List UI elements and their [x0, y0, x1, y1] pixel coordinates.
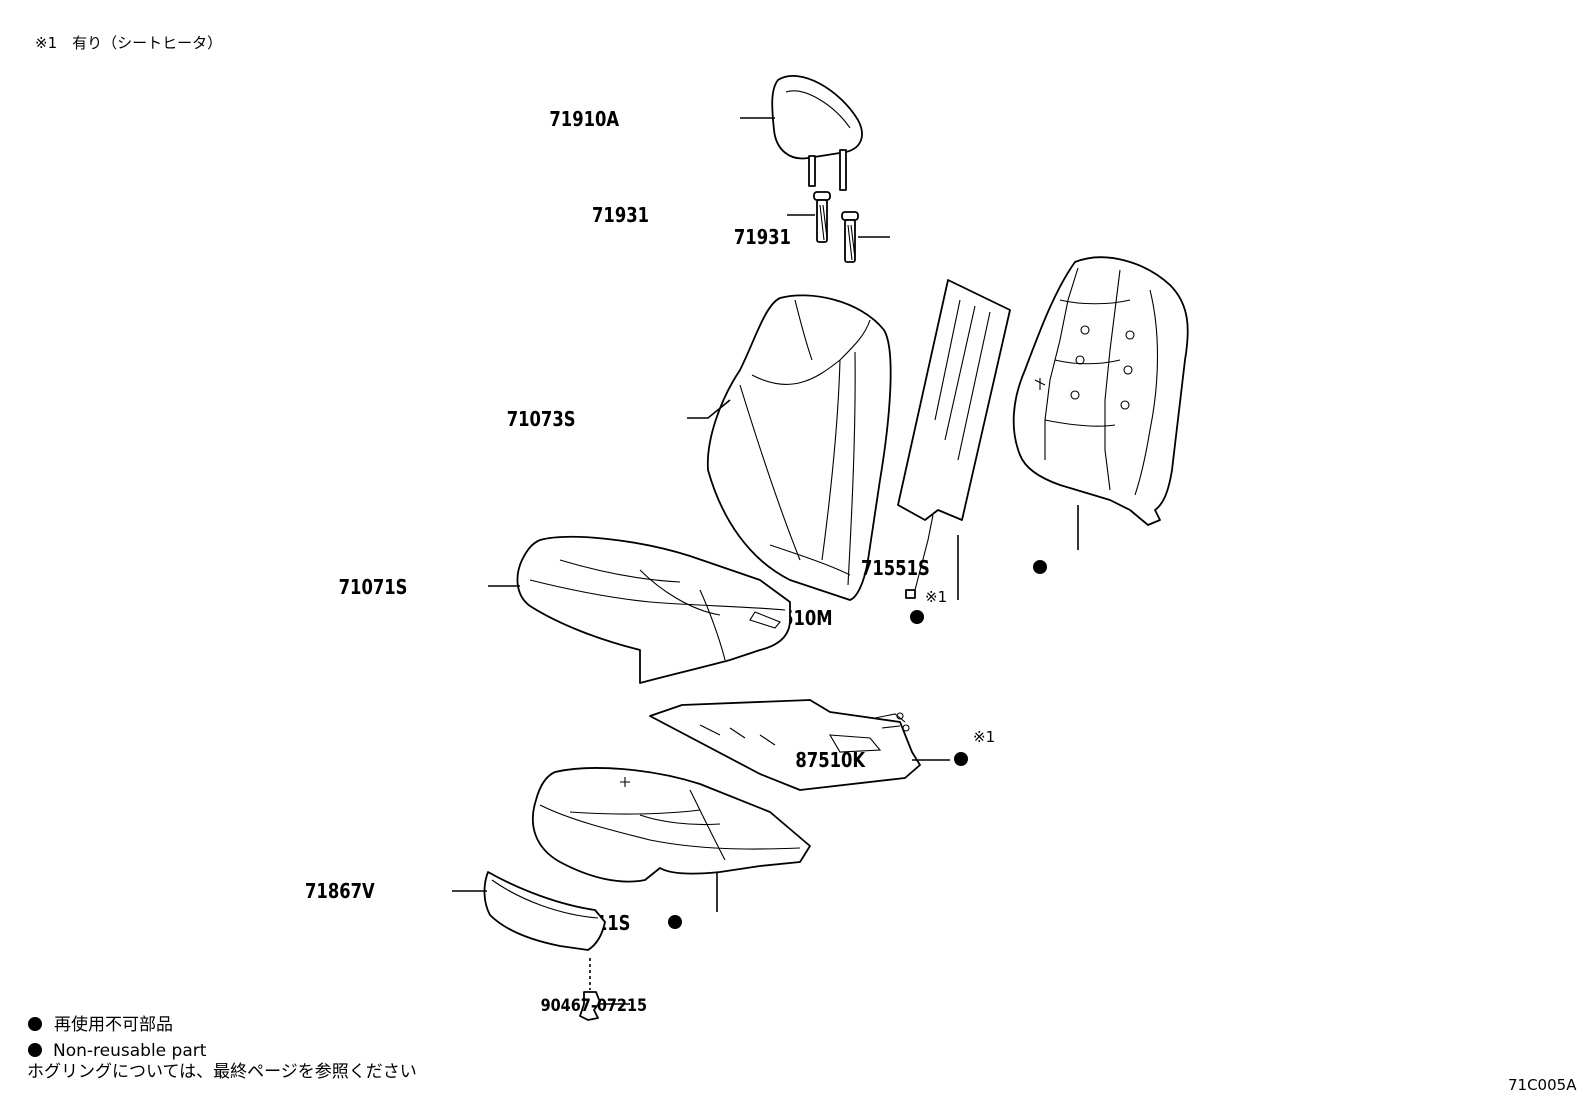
cushion-pad-drawing [532, 767, 811, 883]
headrest-drawing [771, 75, 863, 191]
legend-dot-jp [28, 1017, 42, 1031]
label-headrest: 71910A [549, 109, 619, 132]
non-reusable-mark-71551s [1033, 560, 1047, 574]
label-front-cover: 71867V [305, 881, 375, 904]
legend-non-reusable-en: Non-reusable part [53, 1041, 207, 1061]
label-clip: 90467-07215 [541, 995, 647, 1015]
seatback-cover-drawing [706, 294, 892, 601]
clip-drawing [579, 991, 601, 1021]
diagram-code: 71C005A [1508, 1076, 1577, 1094]
cushion-heater-drawing [649, 699, 921, 791]
note-heater-cushion: ※1 [973, 728, 995, 746]
label-cushion-cover: 71071S [339, 577, 408, 600]
legend-grommet-note: ホグリングについては、最終ページを参照ください [27, 1062, 417, 1082]
headrest-support-right [841, 211, 859, 263]
header-note: ※1 有り（シートヒータ） [35, 34, 222, 52]
label-heater-cushion: 87510K [795, 750, 865, 773]
headrest-support-left [813, 191, 831, 243]
seatback-heater-drawing [897, 279, 1011, 599]
note-heater-back: ※1 [925, 588, 947, 606]
label-support-right: 71931 [734, 227, 791, 250]
non-reusable-mark-71511s [668, 915, 682, 929]
non-reusable-mark-87510k [954, 752, 968, 766]
legend-non-reusable-jp: 再使用不可部品 [54, 1014, 173, 1035]
legend-dot-en [28, 1043, 42, 1057]
label-back-pad: 71551S [861, 558, 930, 581]
non-reusable-mark-87510m [910, 610, 924, 624]
label-back-cover: 71073S [507, 409, 576, 432]
label-support-left: 71931 [592, 205, 649, 228]
front-cover-drawing [483, 871, 606, 951]
cushion-cover-drawing [516, 536, 791, 684]
seatback-pad-drawing [1012, 256, 1189, 526]
